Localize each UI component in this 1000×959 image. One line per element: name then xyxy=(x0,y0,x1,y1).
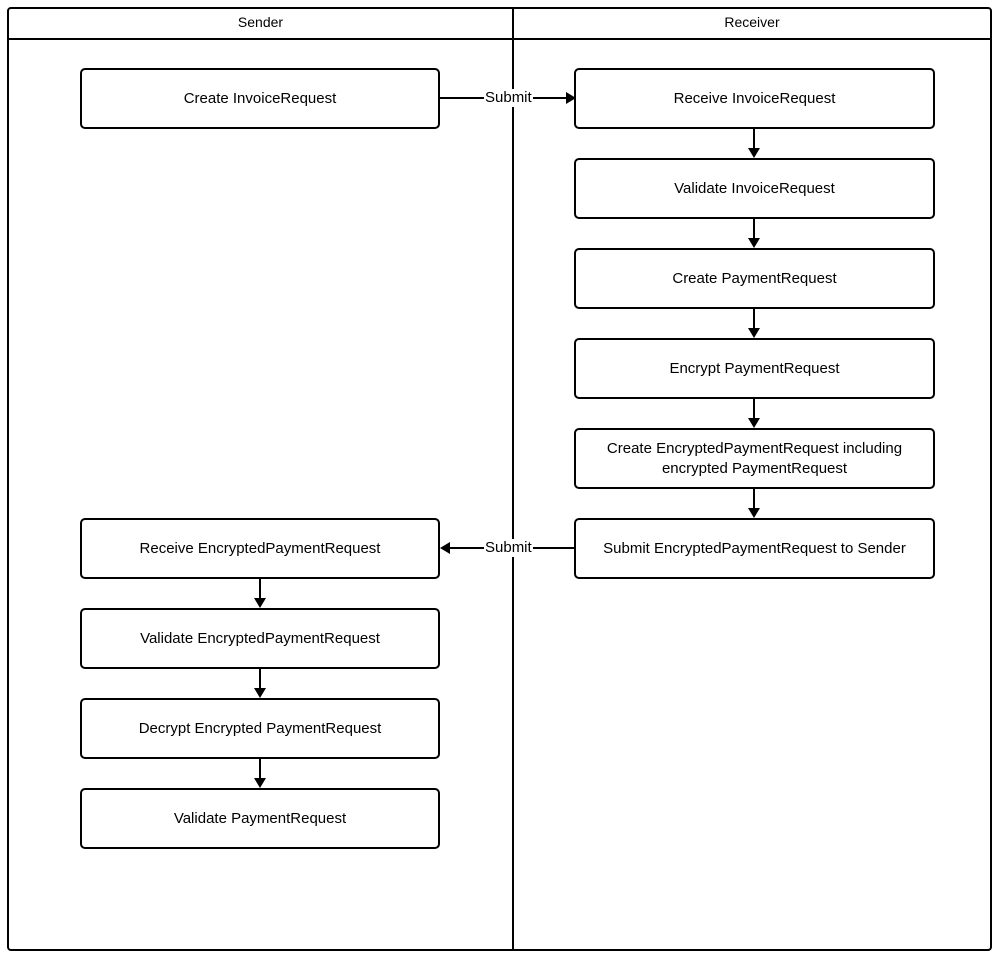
arrowhead-down-icon xyxy=(748,148,760,158)
node-create-paymentrequest[interactable]: Create PaymentRequest xyxy=(574,248,935,309)
node-receive-encryptedpaymentrequest[interactable]: Receive EncryptedPaymentRequest xyxy=(80,518,440,579)
edge-line xyxy=(259,669,261,690)
arrowhead-down-icon xyxy=(254,598,266,608)
node-create-encryptedpaymentrequest[interactable]: Create EncryptedPaymentRequest including… xyxy=(574,428,935,489)
edge-line xyxy=(259,579,261,600)
arrowhead-down-icon xyxy=(748,418,760,428)
arrowhead-down-icon xyxy=(748,328,760,338)
arrowhead-right-icon xyxy=(566,92,576,104)
node-validate-paymentrequest[interactable]: Validate PaymentRequest xyxy=(80,788,440,849)
lane-title-sender: Sender xyxy=(237,14,284,30)
node-validate-encryptedpaymentrequest[interactable]: Validate EncryptedPaymentRequest xyxy=(80,608,440,669)
node-submit-encryptedpaymentrequest-to-sender[interactable]: Submit EncryptedPaymentRequest to Sender xyxy=(574,518,935,579)
arrowhead-down-icon xyxy=(748,508,760,518)
lane-divider xyxy=(512,7,514,951)
node-create-invoicerequest[interactable]: Create InvoiceRequest xyxy=(80,68,440,129)
arrowhead-down-icon xyxy=(254,778,266,788)
arrowhead-left-icon xyxy=(440,542,450,554)
edge-line xyxy=(753,399,755,420)
edge-line xyxy=(753,219,755,240)
edge-label-submit-2: Submit xyxy=(484,539,533,557)
node-decrypt-encrypted-paymentrequest[interactable]: Decrypt Encrypted PaymentRequest xyxy=(80,698,440,759)
edge-line xyxy=(259,759,261,780)
node-receive-invoicerequest[interactable]: Receive InvoiceRequest xyxy=(574,68,935,129)
edge-line xyxy=(753,309,755,330)
arrowhead-down-icon xyxy=(748,238,760,248)
lane-header-rule xyxy=(7,38,992,40)
edge-line xyxy=(753,489,755,510)
edge-label-submit-1: Submit xyxy=(484,89,533,107)
node-validate-invoicerequest[interactable]: Validate InvoiceRequest xyxy=(574,158,935,219)
edge-line xyxy=(753,129,755,150)
lane-title-receiver: Receiver xyxy=(724,14,780,30)
arrowhead-down-icon xyxy=(254,688,266,698)
node-encrypt-paymentrequest[interactable]: Encrypt PaymentRequest xyxy=(574,338,935,399)
